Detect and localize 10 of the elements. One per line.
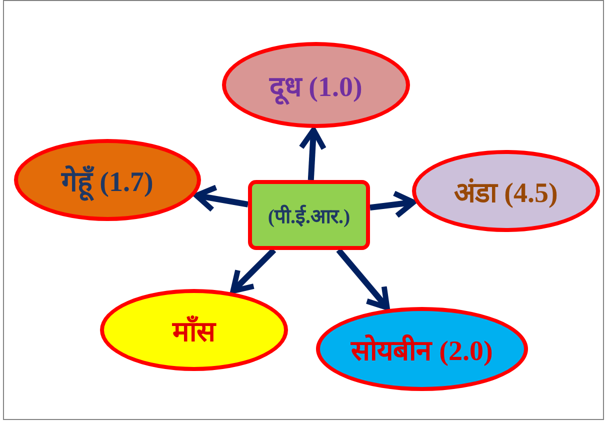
arrow <box>298 127 327 180</box>
node-label: गेहूँ (1.7) <box>62 161 154 199</box>
node-label: अंडा (4.5) <box>454 177 558 210</box>
arrow <box>370 190 416 218</box>
arrow <box>194 184 249 212</box>
node-label: (पी.ई.आर.) <box>268 204 350 228</box>
center-box <box>248 180 370 250</box>
node-label: सोयबीन (2.0) <box>351 333 493 368</box>
node-label: माँस <box>172 314 216 349</box>
node-label: दूध (1.0) <box>270 71 362 104</box>
